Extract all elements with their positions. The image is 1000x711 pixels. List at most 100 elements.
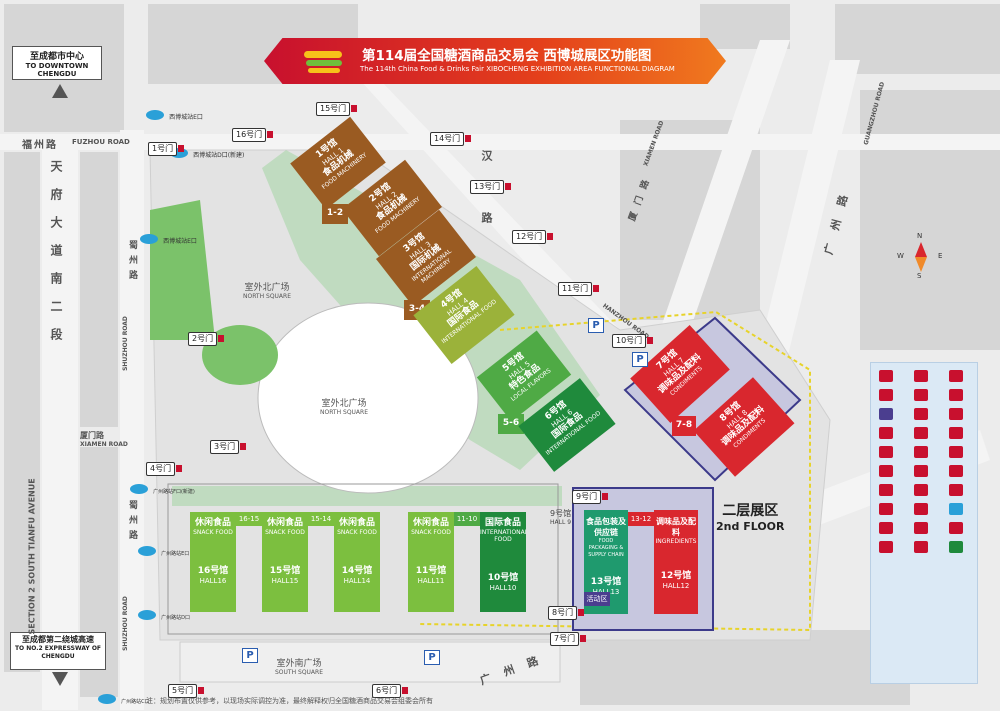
legend-icon bbox=[879, 408, 893, 420]
gate-8[interactable]: 8号门 bbox=[548, 606, 585, 620]
hall-9-hn: HALL 9 bbox=[550, 519, 572, 526]
metro-station-e3-label: 广州路站E口 bbox=[161, 551, 190, 557]
hall-11[interactable]: 休闲食品 SNACK FOOD 11号馆 HALL11 bbox=[408, 512, 454, 612]
hall-5-6[interactable]: 5-6 bbox=[498, 414, 524, 434]
fair-logo bbox=[304, 47, 344, 75]
metro-icon bbox=[138, 609, 156, 620]
downtown-sign-en: TO DOWNTOWN CHENGDU bbox=[25, 62, 89, 78]
compass-e: E bbox=[938, 252, 943, 260]
gate-12[interactable]: 12号门 bbox=[512, 230, 554, 244]
xiamen-road-cn: 厦门路 bbox=[80, 431, 104, 440]
metro-station-f[interactable]: 广州路站F口(新建) bbox=[130, 478, 195, 497]
legend-item bbox=[875, 408, 897, 420]
legend-icon bbox=[914, 389, 929, 401]
metro-icon bbox=[130, 483, 148, 494]
downtown-arrow-icon bbox=[52, 84, 68, 98]
legend-item bbox=[945, 484, 967, 496]
legend-item bbox=[945, 389, 967, 401]
legend-item bbox=[945, 503, 967, 515]
metro-station-e3[interactable]: 广州路站E口 bbox=[138, 540, 189, 559]
hall-1-2[interactable]: 1-2 bbox=[322, 204, 348, 224]
hall-11-10-num: 11-10 bbox=[456, 515, 478, 523]
second-floor-label: 二层展区 2nd FLOOR bbox=[716, 500, 785, 533]
legend-item bbox=[875, 370, 897, 382]
metro-station-e[interactable]: 西博城站E口 bbox=[146, 104, 203, 123]
metro-station-d2[interactable]: 广州路站D口 bbox=[138, 604, 190, 623]
legend-item bbox=[945, 465, 967, 477]
hall-15-14[interactable]: 15-14 bbox=[308, 512, 334, 526]
gate-3[interactable]: 3号门 bbox=[210, 440, 247, 454]
metro-station-c[interactable]: 广州路站C口 bbox=[98, 688, 150, 707]
gate-13[interactable]: 13号门 bbox=[470, 180, 512, 194]
gate-16[interactable]: 16号门 bbox=[232, 128, 274, 142]
metro-station-e2[interactable]: 西博城站E口 bbox=[140, 228, 197, 247]
legend-icon bbox=[914, 408, 929, 420]
hall-15-en: SNACK FOOD bbox=[265, 529, 305, 536]
gate-2[interactable]: 2号门 bbox=[188, 332, 225, 346]
tianfu-avenue-cn: 天府大道南二段 bbox=[49, 160, 63, 356]
compass: N S W E bbox=[896, 232, 946, 282]
legend-icon bbox=[949, 370, 964, 382]
hall-16-15-num: 16-15 bbox=[238, 515, 260, 523]
legend-item bbox=[875, 446, 897, 458]
footnote: 注：规划布置仅供参考，以现场实际调控为准，最终解释权归全国糖酒商品交易会组委会所… bbox=[146, 697, 433, 705]
hall-12[interactable]: 调味品及配料 INGREDIENTS 12号馆 HALL12 bbox=[654, 510, 698, 614]
compass-n: N bbox=[917, 232, 923, 240]
hall-14-cn: 休闲食品 bbox=[338, 518, 375, 528]
gate-7[interactable]: 7号门 bbox=[550, 632, 587, 646]
gate-5[interactable]: 5号门 bbox=[168, 684, 205, 698]
hall-9-num: 9号馆 bbox=[550, 509, 572, 518]
hall-11-num: 11号馆 bbox=[415, 566, 447, 576]
hall-13-12[interactable]: 13-12 bbox=[628, 512, 654, 526]
legend-item bbox=[945, 370, 967, 382]
xiamen-road-en: XIAMEN ROAD bbox=[80, 441, 128, 448]
legend-item bbox=[945, 427, 967, 439]
metro-icon bbox=[98, 693, 116, 704]
hall-15-hn: HALL15 bbox=[271, 577, 299, 585]
fuzhou-road-cn: 福州路 bbox=[22, 140, 58, 151]
hall-7-8[interactable]: 7-8 bbox=[672, 416, 696, 436]
hall-11-10[interactable]: 11-10 bbox=[454, 512, 480, 526]
hall-14[interactable]: 休闲食品 SNACK FOOD 14号馆 HALL14 bbox=[334, 512, 380, 612]
hall-9-label[interactable]: 9号馆 HALL 9 bbox=[550, 508, 571, 526]
gate-6[interactable]: 6号门 bbox=[372, 684, 409, 698]
metro-station-d[interactable]: 西博城站D口(新建) bbox=[170, 142, 244, 161]
downtown-sign-cn: 至成都市中心 bbox=[29, 52, 84, 62]
gate-4[interactable]: 4号门 bbox=[146, 462, 183, 476]
gate-11[interactable]: 11号门 bbox=[558, 282, 600, 296]
legend-item bbox=[945, 522, 967, 534]
south-square-label: 室外南广场 SOUTH SQUARE bbox=[264, 656, 334, 676]
hall-12-cn: 调味品及配料 bbox=[656, 517, 696, 537]
legend-item bbox=[875, 465, 897, 477]
metro-station-d-label: 西博城站D口(新建) bbox=[193, 152, 245, 159]
legend-item bbox=[945, 541, 967, 553]
hanzhou-road-cn: 汉州路 bbox=[480, 150, 493, 243]
shuzhou-road-en-2: SHUZHOU ROAD bbox=[121, 596, 129, 651]
event-area[interactable]: 活动区 bbox=[584, 592, 610, 606]
legend-icon bbox=[949, 389, 964, 401]
hall-16[interactable]: 休闲食品 SNACK FOOD 16号馆 HALL16 bbox=[190, 512, 236, 612]
hall-14-hn: HALL14 bbox=[343, 577, 371, 585]
gate-10[interactable]: 10号门 bbox=[612, 334, 654, 348]
legend-panel bbox=[870, 362, 978, 684]
metro-icon bbox=[140, 233, 158, 244]
hall-10[interactable]: 国际食品 INTERNATIONAL FOOD 10号馆 HALL10 bbox=[480, 512, 526, 612]
metro-station-d2-label: 广州路站D口 bbox=[161, 615, 190, 621]
legend-icon bbox=[879, 427, 893, 439]
gate-15[interactable]: 15号门 bbox=[316, 102, 358, 116]
south-square-en: SOUTH SQUARE bbox=[275, 669, 323, 676]
north-square-label: 室外北广场 NORTH SQUARE bbox=[232, 280, 302, 300]
hall-16-hn: HALL16 bbox=[199, 577, 227, 585]
legend-icon bbox=[879, 370, 893, 382]
gate-1[interactable]: 1号门 bbox=[148, 142, 185, 156]
gate-14[interactable]: 14号门 bbox=[430, 132, 472, 146]
legend-icon bbox=[949, 427, 964, 439]
legend-item bbox=[875, 484, 897, 496]
legend-icon bbox=[879, 503, 893, 515]
hall-11-cn: 休闲食品 bbox=[412, 518, 449, 528]
gate-9[interactable]: 9号门 bbox=[572, 490, 609, 504]
hall-16-15[interactable]: 16-15 bbox=[236, 512, 262, 526]
hall-15[interactable]: 休闲食品 SNACK FOOD 15号馆 HALL15 bbox=[262, 512, 308, 612]
compass-s: S bbox=[917, 272, 922, 280]
legend-icon bbox=[949, 503, 964, 515]
